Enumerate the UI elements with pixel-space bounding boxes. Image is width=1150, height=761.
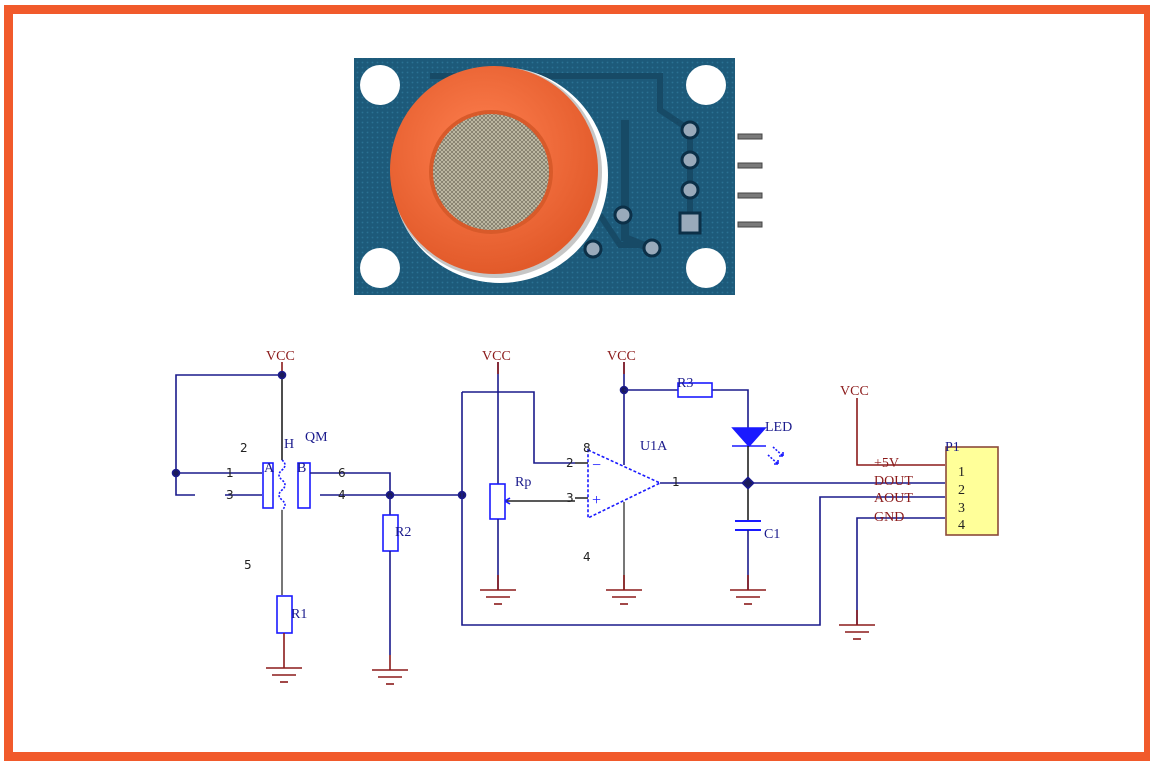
signal-5v-label: +5V (874, 456, 899, 471)
ground-symbols (266, 589, 875, 685)
signal-dout-label: DOUT (874, 474, 913, 489)
wire-gnd (856, 517, 945, 625)
connector-p1 (945, 446, 999, 536)
opamp-ref-label: U1A (640, 439, 668, 454)
solder-pad (680, 180, 700, 200)
solder-pad (680, 120, 700, 140)
header-pin (737, 133, 763, 140)
sensor-pin-2: 2 (240, 441, 248, 455)
solder-pad (642, 238, 662, 258)
ground-icon (839, 624, 875, 640)
rp-label: Rp (515, 475, 531, 490)
ground-icon (266, 667, 302, 683)
wire-5v (856, 398, 945, 466)
sensor-electrode-a (262, 462, 274, 509)
connector-pin-4: 4 (958, 518, 965, 533)
header-pin (737, 192, 763, 199)
sensor-pin-1: 1 (226, 466, 234, 480)
solder-pad (613, 205, 633, 225)
junction-dot (277, 370, 287, 380)
heater-label: H (284, 437, 294, 452)
led-label: LED (765, 420, 792, 435)
vcc-label: VCC (607, 349, 636, 364)
opamp-pin-4: 4 (583, 550, 591, 564)
r1-label: R1 (291, 607, 307, 622)
signal-gnd-label: GND (874, 510, 904, 525)
schematic (171, 362, 999, 670)
header-pin (737, 221, 763, 228)
connector-ref-label: P1 (945, 440, 960, 455)
heater-coil (278, 459, 286, 511)
potentiometer-rp (489, 483, 506, 520)
opamp-pin-8: 8 (583, 441, 591, 455)
opamp-minus: − (592, 457, 601, 474)
header-pin (737, 162, 763, 169)
junction-dot (171, 468, 181, 478)
ground-icon (372, 669, 408, 685)
solder-pad (680, 150, 700, 170)
sensor-pin-3: 3 (226, 488, 234, 502)
ground-icon (730, 589, 766, 605)
resistor-r1 (276, 595, 293, 634)
wire (310, 472, 462, 496)
connector-pin-3: 3 (958, 501, 965, 516)
solder-pad (583, 239, 603, 259)
sensor-module-photo (354, 58, 763, 295)
connector-pin-2: 2 (958, 483, 965, 498)
junction-dot (741, 476, 755, 490)
wire-aout (461, 392, 945, 626)
mounting-hole (686, 65, 726, 105)
sensor-electrode-b (297, 462, 311, 509)
signal-aout-label: AOUT (874, 491, 913, 506)
mounting-hole (360, 248, 400, 288)
vcc-label: VCC (482, 349, 511, 364)
connector-pin-1: 1 (958, 465, 965, 480)
r3-label: R3 (677, 376, 693, 391)
wire (175, 374, 282, 496)
opamp-plus: + (592, 492, 601, 509)
electrode-a-label: A (264, 461, 275, 476)
vcc-label: VCC (266, 349, 295, 364)
opamp-pin-3: 3 (566, 491, 574, 505)
sensor-pin-5: 5 (244, 558, 252, 572)
mounting-hole (360, 65, 400, 105)
sensor-pin-4: 4 (338, 488, 346, 502)
opamp-pin-1: 1 (672, 475, 680, 489)
r2-label: R2 (395, 525, 411, 540)
resistor-r3 (677, 382, 713, 398)
electrode-b-label: B (297, 461, 306, 476)
mounting-hole (686, 248, 726, 288)
led-symbol (731, 427, 767, 448)
solder-pad-square (678, 211, 702, 235)
ground-icon (480, 589, 516, 605)
sensor-pin-6: 6 (338, 466, 346, 480)
wire (462, 391, 575, 464)
sensor-ref-label: QM (305, 430, 328, 445)
sensor-mesh (433, 114, 549, 230)
opamp-pin-2: 2 (566, 456, 574, 470)
vcc-label: VCC (840, 384, 869, 399)
ground-icon (606, 589, 642, 605)
c1-label: C1 (764, 527, 780, 542)
